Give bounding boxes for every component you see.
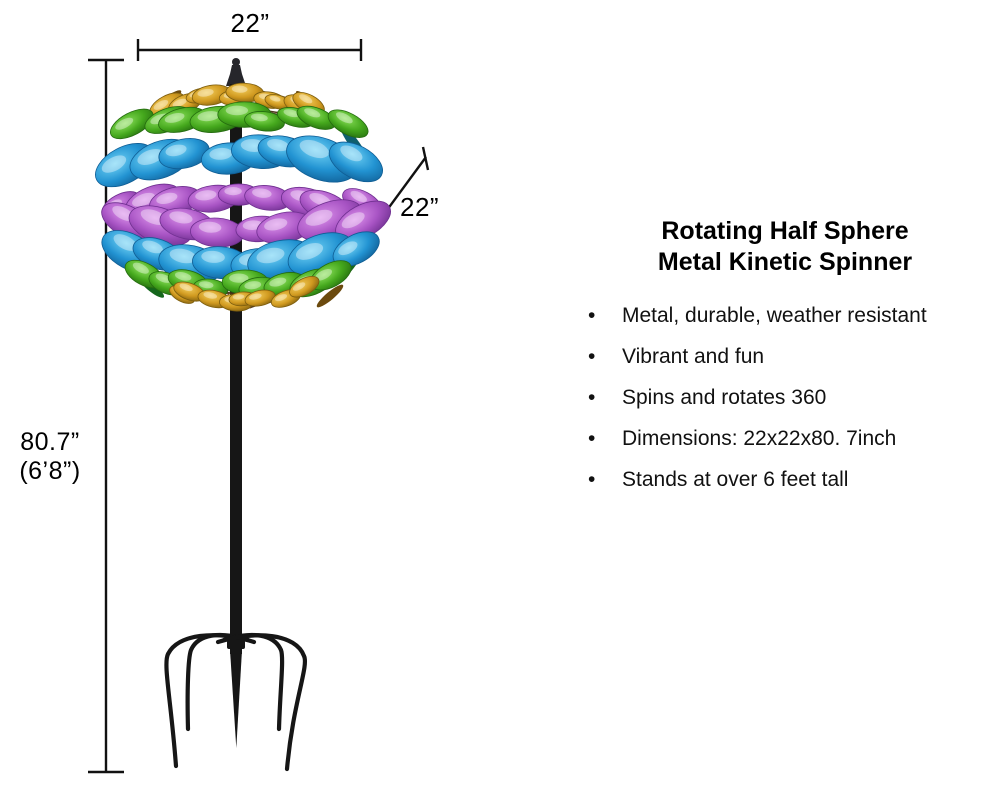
feature-item: • Metal, durable, weather resistant [588,304,990,327]
feature-item: • Vibrant and fun [588,345,990,368]
bullet-icon: • [588,386,596,409]
bullet-icon: • [588,427,596,450]
feature-text: Vibrant and fun [622,345,765,368]
feature-text: Spins and rotates 360 [622,386,827,409]
width-dimension-label: 22” [230,8,270,38]
product-info: Rotating Half Sphere Metal Kinetic Spinn… [575,216,990,509]
depth-dim-tick-upper [421,146,430,171]
feature-text: Stands at over 6 feet tall [622,468,849,491]
feature-list: • Metal, durable, weather resistant • Vi… [575,304,990,491]
feature-item: • Dimensions: 22x22x80. 7inch [588,427,990,450]
bullet-icon: • [588,345,596,368]
height-dimension-label-inches: 80.7” [20,428,80,456]
bullet-icon: • [588,304,596,327]
bullet-icon: • [588,468,596,491]
feature-text: Dimensions: 22x22x80. 7inch [622,427,897,450]
depth-dimension-label: 22” [400,192,440,222]
product-title: Rotating Half Sphere Metal Kinetic Spinn… [575,216,990,278]
height-dimension-label: 80.7” (6’8”) [4,428,96,486]
feature-item: • Stands at over 6 feet tall [588,468,990,491]
feature-item: • Spins and rotates 360 [588,386,990,409]
feature-text: Metal, durable, weather resistant [622,304,927,327]
kinetic-spinner-graphic [95,58,391,772]
height-dimension-label-feet: (6’8”) [19,457,81,485]
product-title-line1: Rotating Half Sphere [661,217,909,245]
product-title-line2: Metal Kinetic Spinner [657,248,913,276]
